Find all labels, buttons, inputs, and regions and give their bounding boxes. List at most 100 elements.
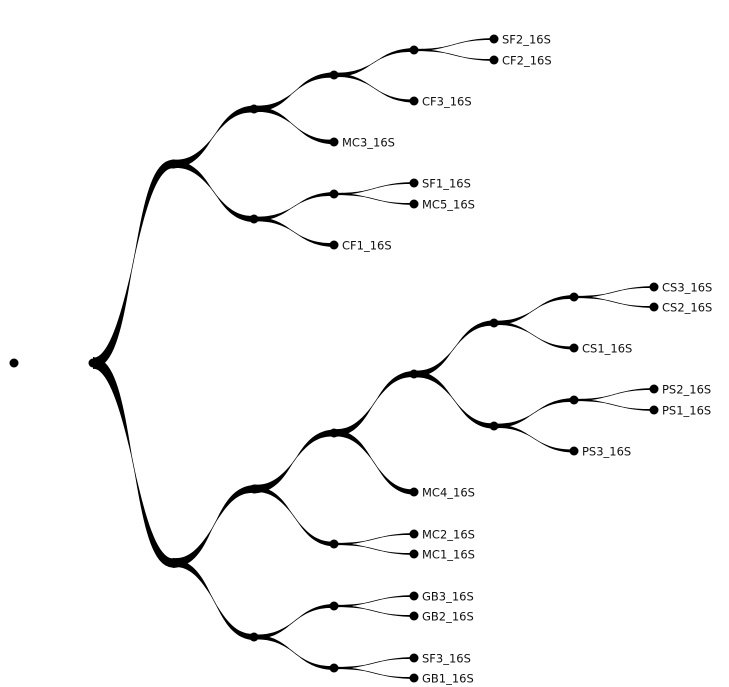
leaf-label: CF3_16S: [422, 95, 472, 109]
internal-node: [329, 189, 339, 199]
tree-link: [494, 424, 574, 453]
internal-node: [329, 663, 339, 673]
tree-links: [93, 38, 654, 679]
leaf-label: MC4_16S: [422, 486, 475, 500]
internal-node: [249, 104, 259, 114]
tree-link: [254, 429, 334, 494]
tree-link: [494, 295, 574, 326]
leaf-node: [489, 55, 499, 65]
leaf-node: [409, 673, 419, 683]
leaf-label: PS2_16S: [662, 383, 711, 397]
tree-link: [93, 357, 173, 568]
leaf-label: PS1_16S: [662, 404, 711, 418]
tree-link: [334, 192, 414, 205]
internal-node: [329, 539, 339, 549]
leaf-node: [409, 96, 419, 106]
tree-link: [173, 485, 254, 568]
leaf-node: [569, 343, 579, 353]
tree-link: [414, 320, 494, 378]
leaf-label: CS3_16S: [662, 281, 712, 295]
internal-node: [249, 632, 259, 642]
leaf-node: [409, 611, 419, 621]
internal-node: [249, 214, 259, 224]
internal-node: [569, 395, 579, 405]
tree-link: [574, 398, 654, 411]
internal-node: [88, 358, 98, 368]
tree-link: [173, 559, 254, 641]
tree-link: [254, 216, 334, 247]
leaf-node: [489, 34, 499, 44]
leaf-label: SF3_16S: [422, 652, 471, 666]
tree-link: [414, 48, 494, 61]
tree-link: [254, 634, 334, 670]
leaf-label: GB2_16S: [422, 610, 474, 624]
internal-node: [329, 601, 339, 611]
tree-link: [334, 542, 414, 555]
tree-link: [574, 388, 654, 402]
leaf-label: PS3_16S: [582, 445, 631, 459]
tree-nodes: [9, 34, 659, 683]
tree-link: [334, 73, 414, 103]
leaf-node: [649, 302, 659, 312]
tree-link: [574, 286, 654, 299]
leaf-label: GB1_16S: [422, 672, 474, 686]
leaf-node: [409, 591, 419, 601]
internal-node: [489, 421, 499, 431]
internal-node: [168, 159, 178, 169]
leaf-label: CF2_16S: [502, 54, 552, 68]
tree-link: [334, 429, 414, 495]
leaf-label: MC5_16S: [422, 198, 475, 212]
leaf-node: [409, 549, 419, 559]
tree-link: [334, 48, 414, 78]
tree-link: [93, 159, 173, 369]
leaf-node: [569, 446, 579, 456]
leaf-label: MC1_16S: [422, 548, 475, 562]
leaf-node: [409, 487, 419, 497]
tree-link: [254, 604, 334, 640]
leaf-node: [409, 178, 419, 188]
tree-link: [334, 182, 414, 196]
leaf-node: [649, 384, 659, 394]
leaf-node: [649, 282, 659, 292]
internal-node: [329, 70, 339, 80]
leaf-label: MC2_16S: [422, 528, 475, 542]
leaf-label: CF1_16S: [342, 239, 392, 253]
leaf-label: MC3_16S: [342, 136, 395, 150]
internal-node: [409, 369, 419, 379]
leaf-node: [409, 199, 419, 209]
internal-node: [489, 318, 499, 328]
root-node: [9, 358, 19, 368]
tree-link: [414, 38, 494, 52]
tree-link: [334, 666, 414, 679]
internal-node: [329, 428, 339, 438]
leaf-label: SF1_16S: [422, 177, 471, 191]
internal-node: [569, 292, 579, 302]
tree-link: [414, 370, 494, 429]
internal-node: [249, 484, 259, 494]
tree-link: [334, 533, 414, 546]
leaf-label: CS1_16S: [582, 342, 632, 356]
leaf-node: [409, 529, 419, 539]
tree-link: [254, 106, 334, 145]
internal-node: [168, 558, 178, 568]
tree-link: [334, 595, 414, 608]
leaf-label: GB3_16S: [422, 590, 474, 604]
tree-link: [254, 72, 334, 113]
leaf-node: [409, 653, 419, 663]
tree-link: [334, 657, 414, 670]
internal-node: [409, 45, 419, 55]
tree-link: [254, 192, 334, 222]
tree-link: [494, 398, 574, 429]
leaf-node: [329, 240, 339, 250]
tree-link: [254, 486, 334, 547]
leaf-label: SF2_16S: [502, 33, 551, 47]
tree-link: [334, 604, 414, 617]
leaf-node: [649, 405, 659, 415]
leaf-node: [329, 137, 339, 147]
tree-link: [334, 370, 414, 437]
tree-link: [173, 160, 254, 223]
tree-link: [173, 105, 254, 169]
leaf-label: CS2_16S: [662, 301, 712, 315]
tree-labels: SF2_16S CF2_16S CF3_16S MC3_16S SF1_16S MC5_1…: [342, 33, 712, 686]
tree-link: [574, 295, 654, 308]
